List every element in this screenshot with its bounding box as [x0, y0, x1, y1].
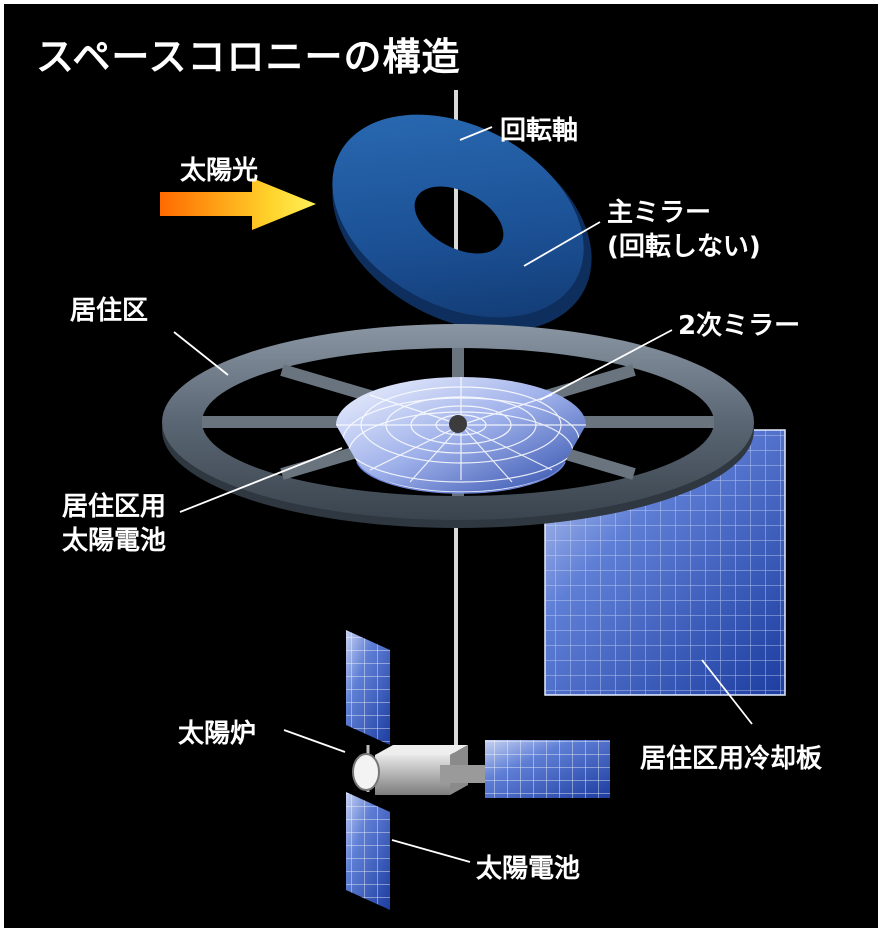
- label-sunlight: 太陽光: [180, 156, 259, 186]
- label-habitat-solar-line1: 居住区用: [62, 492, 167, 522]
- lower-solar-panels: [346, 630, 610, 910]
- secondary-mirror-dish: [336, 377, 586, 494]
- label-solar-cells: 太陽電池: [476, 854, 581, 884]
- label-habitat-solar-line2: 太陽電池: [62, 526, 167, 556]
- label-main-mirror: 主ミラー (回転しない): [607, 196, 761, 264]
- solar-furnace-body: [352, 745, 485, 795]
- label-habitat-radiator: 居住区用冷却板: [640, 744, 823, 774]
- label-habitat-solar-cells: 居住区用 太陽電池: [62, 490, 166, 558]
- leader-lines: [173, 126, 753, 863]
- diagram-title: スペースコロニーの構造: [36, 35, 461, 79]
- label-main-mirror-line1: 主ミラー: [607, 198, 712, 228]
- main-mirror: [332, 114, 592, 332]
- label-rotation-axis: 回転軸: [500, 116, 579, 146]
- label-secondary-mirror: 2次ミラー: [678, 311, 801, 341]
- label-solar-furnace: 太陽炉: [178, 719, 257, 749]
- sunlight-arrow: [160, 178, 316, 230]
- label-habitat: 居住区: [70, 296, 149, 326]
- label-main-mirror-line2: (回転しない): [607, 232, 761, 262]
